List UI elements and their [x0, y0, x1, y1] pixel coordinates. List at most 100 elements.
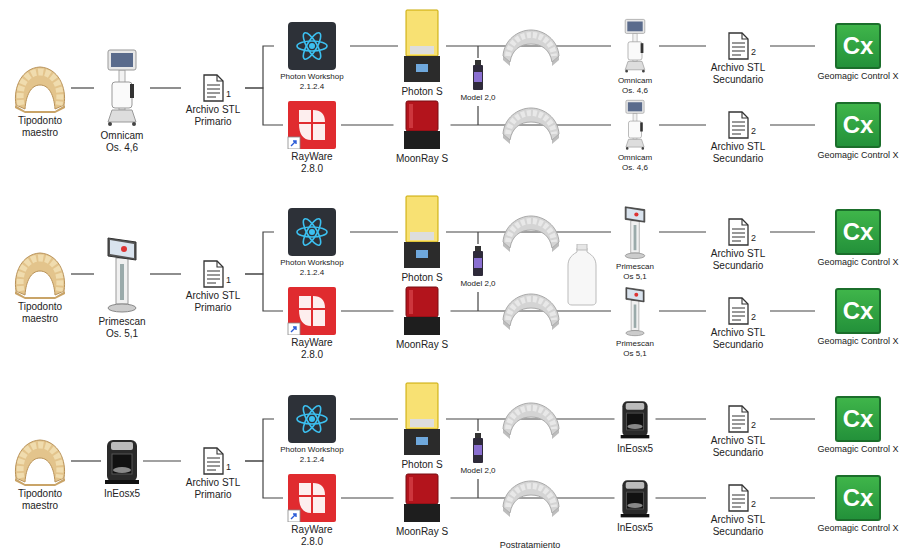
slicer-software: Photon Workshop 2.1.2.4 — [274, 22, 350, 91]
node-label: Photon Workshop 2.1.2.4 — [276, 258, 348, 277]
file-image — [204, 261, 223, 287]
file-number: 2 — [751, 313, 756, 322]
scanner-image — [625, 207, 645, 259]
file-image — [204, 75, 223, 101]
node-label: Archivo STL Primario — [183, 290, 243, 314]
slicer-software: Photon Workshop 2.1.2.4 — [274, 395, 350, 464]
flow-line — [245, 274, 283, 311]
row-illustration — [15, 383, 748, 522]
dental-model: Tipodonto maestro — [9, 249, 71, 325]
icon-space — [615, 476, 656, 520]
app-badge: Cx — [835, 396, 881, 442]
icon-space — [94, 48, 150, 128]
flow-line — [451, 310, 612, 311]
scanner-image — [108, 50, 136, 126]
app-badge: Cx — [835, 209, 881, 255]
node-label: Tipodonto maestro — [13, 115, 67, 139]
row-illustration — [15, 196, 748, 336]
slicer-software: Photon Workshop 2.1.2.4 — [274, 208, 350, 277]
flow-line — [245, 46, 274, 88]
row-illustration — [15, 10, 748, 150]
printed-model — [503, 403, 559, 439]
flow-line — [446, 418, 615, 419]
flow-line — [770, 45, 815, 46]
intraoral-scanner: Omnicam Os. 4,6 — [94, 48, 150, 154]
file-image — [204, 448, 223, 474]
resin-printer: Photon S — [398, 381, 446, 471]
flow-line — [150, 273, 181, 274]
app-badge: Cx — [835, 475, 881, 521]
printer-image — [404, 10, 440, 82]
printer-image — [404, 383, 440, 455]
dental-model: Tipodonto maestro — [9, 436, 71, 512]
icon-space — [9, 249, 71, 299]
node-label: Primescan Os 5,1 — [613, 262, 657, 281]
inspection-software: CxGeomagic Control X — [815, 209, 901, 268]
flow-line — [770, 231, 815, 232]
inspection-software: CxGeomagic Control X — [815, 475, 901, 534]
flow-line — [245, 88, 283, 125]
flow-line — [71, 87, 94, 88]
icon-space — [283, 474, 341, 522]
icon-space — [398, 194, 446, 270]
node-label: Photon S — [401, 86, 442, 98]
node-label: RayWare 2.8.0 — [287, 337, 337, 361]
scanner-image — [621, 401, 650, 438]
file-image — [729, 485, 748, 511]
wash-bottle — [568, 244, 596, 305]
node-label: Geomagic Control X — [817, 523, 898, 534]
intraoral-scanner: Omnicam Os. 4,6 — [611, 18, 659, 95]
flow-line — [341, 310, 394, 311]
resin-printer: Photon S — [398, 8, 446, 98]
printer-image — [404, 287, 440, 335]
file-image — [729, 33, 748, 59]
file-number: 1 — [226, 463, 231, 472]
node-label: InEosx5 — [617, 522, 653, 534]
slicer-software: RayWare 2.8.0 — [283, 474, 341, 548]
flow-line — [143, 460, 181, 461]
app-badge: Cx — [835, 288, 881, 334]
flow-line — [770, 497, 815, 498]
icon-space — [398, 381, 446, 457]
file-image — [729, 219, 748, 245]
node-label: Omnicam Os. 4,6 — [613, 76, 657, 95]
flow-line — [770, 124, 815, 125]
flow-line — [350, 418, 398, 419]
resin-label: Model 2,0 — [460, 93, 495, 103]
node-label: Archivo STL Secundario — [708, 62, 768, 86]
icon-space — [611, 18, 659, 74]
node-label: MoonRay S — [396, 339, 448, 351]
app-badge: Cx — [835, 23, 881, 69]
resin-bottle — [473, 60, 483, 90]
flow-line — [150, 87, 181, 88]
printed-model — [503, 481, 559, 517]
icon-space — [9, 436, 71, 486]
icon-space — [398, 8, 446, 84]
software-logo — [288, 395, 336, 443]
printer-image — [404, 101, 440, 149]
resin-label: Model 2,0 — [460, 279, 495, 289]
flow-line — [451, 497, 615, 498]
slicer-software: RayWare 2.8.0 — [283, 287, 341, 361]
file-number: 2 — [751, 421, 756, 430]
dental-model: Tipodonto maestro — [9, 63, 71, 139]
node-label: RayWare 2.8.0 — [287, 151, 337, 175]
node-label: Photon S — [401, 459, 442, 471]
printer-image — [404, 196, 440, 268]
slicer-software: RayWare 2.8.0 — [283, 101, 341, 175]
icon-space — [394, 472, 451, 524]
scanner-image — [108, 238, 136, 312]
node-label: Geomagic Control X — [817, 336, 898, 347]
icon-space — [274, 208, 350, 256]
flow-line — [446, 231, 611, 232]
file-number: 2 — [751, 234, 756, 243]
scanner-image — [621, 480, 650, 517]
file-image — [729, 406, 748, 432]
printer-image — [404, 474, 440, 522]
icon-space — [181, 74, 245, 102]
flow-line — [659, 45, 706, 46]
intraoral-scanner: InEosx5 — [615, 476, 656, 534]
app-badge: Cx — [835, 102, 881, 148]
node-label: MoonRay S — [396, 526, 448, 538]
